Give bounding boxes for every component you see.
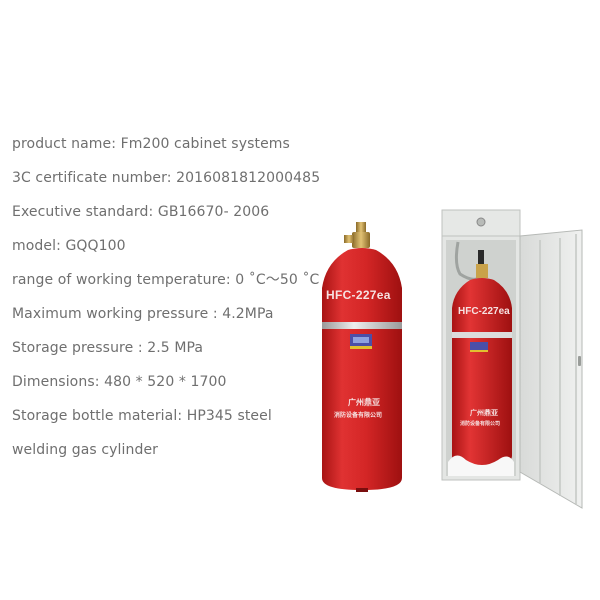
spec-executive-standard: Executive standard: GB16670- 2006 — [12, 204, 270, 220]
spec-certificate-number: 3C certificate number: 2016081812000485 — [12, 170, 321, 186]
cabinet-cylinder-gas-label: HFC-227ea — [458, 306, 510, 317]
cabinet-cylinder-maker-line2: 消防设备有限公司 — [460, 421, 501, 427]
cylinder-maker-line2: 消防设备有限公司 — [334, 412, 383, 419]
spec-max-working-pressure: Maximum working pressure : 4.2MPa — [12, 306, 274, 322]
spec-product-name: product name: Fm200 cabinet systems — [12, 136, 290, 152]
cylinder-maker-line1: 广州鼎亚 — [348, 398, 380, 407]
gas-cylinder-icon — [322, 222, 402, 492]
spec-bottle-material: Storage bottle material: HP345 steel — [12, 408, 272, 424]
spec-working-temperature: range of working temperature: 0 ˚C～50 ˚C — [12, 272, 320, 288]
spec-model: model: GQQ100 — [12, 238, 126, 254]
gas-cylinder-image: HFC-227ea 广州鼎亚 消防设备有限公司 — [318, 222, 406, 494]
cylinder-gas-label: HFC-227ea — [326, 288, 391, 302]
spec-dimensions: Dimensions: 480 * 520 * 1700 — [12, 374, 227, 390]
cabinet-system-image: HFC-227ea 广州鼎亚 消防设备有限公司 — [436, 204, 586, 510]
spec-storage-pressure: Storage pressure : 2.5 MPa — [12, 340, 204, 356]
cabinet-cylinder-maker-line1: 广州鼎亚 — [470, 409, 498, 417]
spec-bottle-material-cont: welding gas cylinder — [12, 442, 159, 458]
cabinet-icon — [441, 209, 583, 509]
product-spec-list: product name: Fm200 cabinet systems 3C c… — [12, 134, 332, 474]
